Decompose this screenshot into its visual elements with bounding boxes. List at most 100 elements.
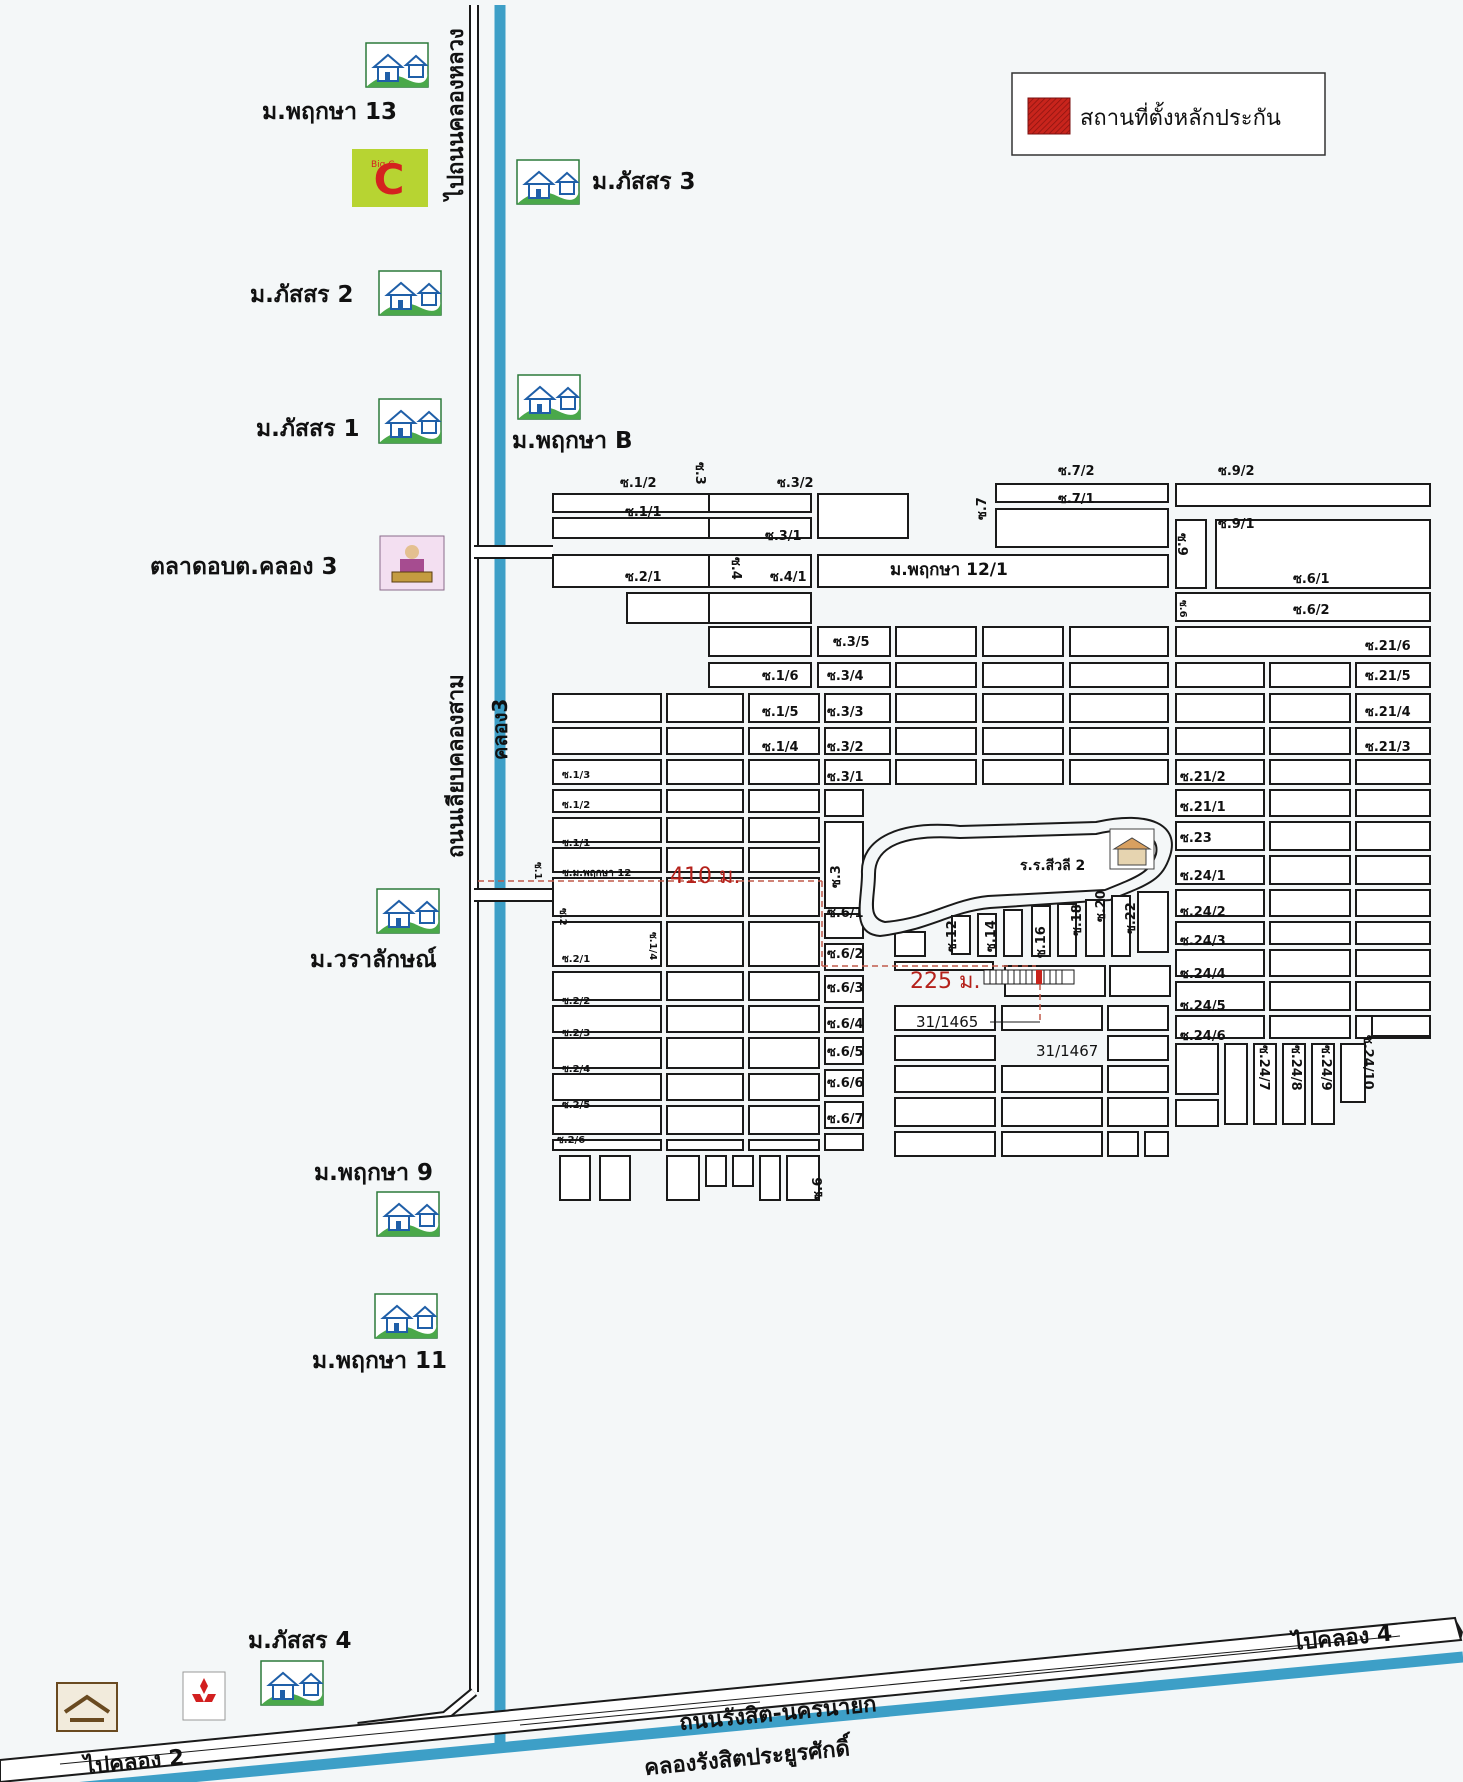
svg-text:ซ.24/5: ซ.24/5 (1180, 999, 1226, 1014)
highway-rangsit-nakhonnayok (0, 1616, 1463, 1782)
svg-text:ซ.24/2: ซ.24/2 (1180, 905, 1226, 920)
label-to-klong-luang: ไปถนนคลองหลวง (442, 28, 469, 202)
svg-text:ซ.21/2: ซ.21/2 (1180, 770, 1226, 785)
svg-text:ซ.6: ซ.6 (811, 1177, 826, 1200)
svg-text:ซ.6/3: ซ.6/3 (827, 981, 864, 996)
svg-text:ซ.2: ซ.2 (557, 908, 568, 926)
legend: สถานที่ตั้งหลักประกัน (1011, 72, 1326, 156)
svg-text:ซ.3/2: ซ.3/2 (827, 740, 864, 755)
label-passorn4: ม.ภัสสร 4 (248, 1628, 352, 1654)
bank-icon (56, 1682, 118, 1732)
svg-text:ซ.23: ซ.23 (1180, 831, 1212, 846)
svg-text:ซ.24/7: ซ.24/7 (1256, 1045, 1271, 1091)
legend-swatch (1027, 97, 1071, 135)
svg-text:ซ.3/1: ซ.3/1 (827, 770, 864, 785)
svg-text:ซ.2/5: ซ.2/5 (562, 1100, 590, 1111)
svg-text:ซ.6/5: ซ.6/5 (827, 1045, 864, 1060)
svg-text:ซ.18: ซ.18 (1070, 904, 1085, 936)
svg-text:ซ.4/1: ซ.4/1 (770, 570, 807, 585)
label-pruksa13: ม.พฤกษา 13 (262, 99, 397, 125)
label-school: ร.ร.สีวลี 2 (1020, 858, 1085, 874)
village-icon (260, 1660, 324, 1706)
svg-text:ซ.6: ซ.6 (1177, 600, 1188, 618)
svg-text:ซ.21/1: ซ.21/1 (1180, 800, 1226, 815)
svg-text:ซ.7: ซ.7 (975, 497, 990, 520)
bigc-logo: C Big C (352, 149, 428, 207)
svg-text:ซ.3/4: ซ.3/4 (827, 669, 864, 684)
svg-text:ซ.1/1: ซ.1/1 (625, 505, 662, 520)
svg-text:ซ.1/3: ซ.1/3 (562, 770, 590, 781)
village-icon (374, 1293, 438, 1339)
svg-text:ซ.6/6: ซ.6/6 (827, 1076, 864, 1091)
svg-text:ซ.20: ซ.20 (1094, 890, 1109, 922)
svg-text:ซ.3/2: ซ.3/2 (777, 476, 814, 491)
svg-text:ซ.24/10: ซ.24/10 (1360, 1035, 1375, 1090)
svg-text:ซ.22: ซ.22 (1124, 902, 1139, 934)
svg-text:ซ.4: ซ.4 (728, 557, 743, 580)
label-liap-khlong-sam: ถนนเลียบคลองสาม (444, 674, 469, 858)
svg-text:ซ.6/4: ซ.6/4 (827, 1017, 864, 1032)
svg-text:ซ.3/3: ซ.3/3 (827, 705, 864, 720)
svg-text:ซ.2/2: ซ.2/2 (562, 996, 590, 1007)
svg-text:ซ.7/2: ซ.7/2 (1058, 464, 1095, 479)
svg-text:ซ.2/1: ซ.2/1 (625, 570, 662, 585)
svg-text:ซ.24/8: ซ.24/8 (1288, 1045, 1303, 1091)
svg-text:ซ.24/1: ซ.24/1 (1180, 869, 1226, 884)
plot-31-1467: 31/1467 (1036, 1042, 1098, 1060)
svg-text:ซ.ม.พฤกษา 12: ซ.ม.พฤกษา 12 (562, 868, 631, 879)
svg-text:ซ.24/4: ซ.24/4 (1180, 967, 1226, 982)
collateral-location-marker (1036, 970, 1042, 984)
svg-text:ซ.1/1: ซ.1/1 (562, 838, 590, 849)
village-icon (517, 374, 581, 420)
svg-text:ซ.3: ซ.3 (692, 462, 707, 485)
svg-text:ซ.21/6: ซ.21/6 (1365, 639, 1411, 654)
legend-label: สถานที่ตั้งหลักประกัน (1080, 102, 1281, 131)
svg-text:ซ.2/1: ซ.2/1 (562, 954, 590, 965)
label-market: ตลาดอบต.คลอง 3 (150, 554, 338, 580)
svg-text:ซ.6/1: ซ.6/1 (827, 906, 864, 921)
canal-rangsit-prayoonsak (79, 1651, 1463, 1782)
village-icon (378, 398, 442, 444)
svg-text:Big C: Big C (371, 160, 395, 170)
label-pruksa11: ม.พฤกษา 11 (312, 1348, 447, 1374)
distance-225: 225 ม. (910, 969, 980, 994)
svg-text:ซ.12: ซ.12 (945, 920, 960, 952)
label-passorn2: ม.ภัสสร 2 (250, 282, 354, 308)
svg-text:ซ.2/3: ซ.2/3 (562, 1028, 590, 1039)
svg-text:ซ.21/5: ซ.21/5 (1365, 669, 1411, 684)
svg-text:ซ.2/6: ซ.2/6 (557, 1135, 585, 1146)
label-canal3: คลอง3 (488, 699, 512, 760)
svg-text:ซ.3/5: ซ.3/5 (833, 635, 870, 650)
svg-text:ซ.9: ซ.9 (1174, 533, 1189, 556)
label-pruksa9: ม.พฤกษา 9 (314, 1160, 433, 1186)
svg-text:ซ.9/2: ซ.9/2 (1218, 464, 1255, 479)
svg-text:ซ.1/2: ซ.1/2 (620, 476, 657, 491)
label-passorn1: ม.ภัสสร 1 (256, 416, 360, 442)
village-icon (516, 159, 580, 205)
svg-text:ซ.3/1: ซ.3/1 (765, 529, 802, 544)
svg-text:ซ.6/2: ซ.6/2 (1293, 603, 1330, 618)
plot-31-1465: 31/1465 (916, 1013, 978, 1031)
svg-text:ซ.6/7: ซ.6/7 (827, 1112, 864, 1127)
distance-markers (478, 880, 1041, 1023)
svg-text:ซ.21/3: ซ.21/3 (1365, 740, 1411, 755)
svg-text:ซ.6/1: ซ.6/1 (1293, 572, 1330, 587)
connector-roads (474, 545, 553, 902)
road-network (552, 483, 1431, 1201)
svg-text:ซ.2/4: ซ.2/4 (562, 1064, 590, 1075)
village-icon (376, 1191, 440, 1237)
svg-text:ซ.24/3: ซ.24/3 (1180, 934, 1226, 949)
svg-text:ซ.1/4: ซ.1/4 (762, 740, 799, 755)
svg-text:ซ.7/1: ซ.7/1 (1058, 492, 1095, 507)
svg-text:ซ.24/6: ซ.24/6 (1180, 1029, 1226, 1044)
village-icon (365, 42, 429, 88)
svg-text:ซ.1/6: ซ.1/6 (762, 669, 799, 684)
svg-text:ซ.1/2: ซ.1/2 (562, 800, 590, 811)
svg-text:ซ.9/1: ซ.9/1 (1218, 517, 1255, 532)
school-icon (1109, 828, 1155, 870)
svg-text:ซ.16: ซ.16 (1034, 926, 1049, 958)
svg-text:ซ.14: ซ.14 (984, 920, 999, 952)
svg-text:ซ.21/4: ซ.21/4 (1365, 705, 1411, 720)
label-passorn3: ม.ภัสสร 3 (592, 169, 696, 195)
